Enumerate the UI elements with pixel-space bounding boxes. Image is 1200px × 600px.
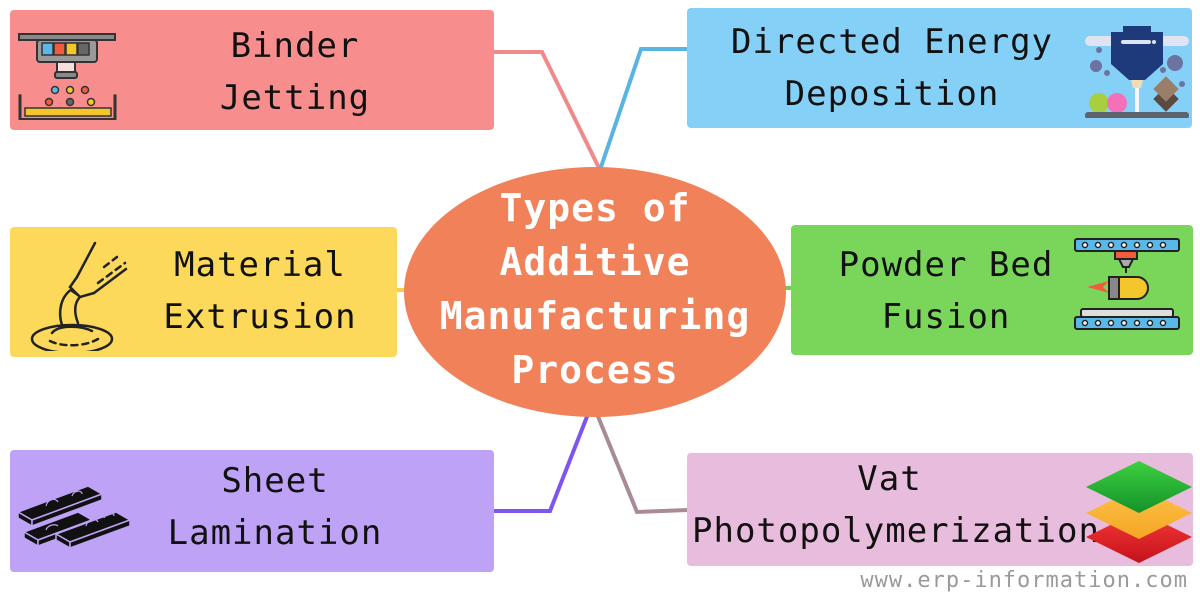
node-material-extrusion[interactable]: Material Extrusion: [10, 227, 397, 357]
label-line: Photopolymerization: [692, 511, 1100, 551]
label-line: Binder: [230, 26, 360, 66]
title-line: Manufacturing: [439, 294, 751, 338]
connector-sheet-lamination: [493, 413, 590, 513]
node-sheet-lamination[interactable]: Sheet Lamination: [10, 450, 494, 572]
layer-green: [1086, 461, 1192, 513]
node-label-sheet-lamination: Sheet Lamination: [155, 455, 395, 559]
node-binder-jetting[interactable]: Binder Jetting: [10, 10, 494, 130]
connector-vat-photopolymerization: [595, 413, 689, 515]
label-line: Fusion: [881, 297, 1011, 337]
extrusion-nozzle-icon: [30, 241, 128, 351]
laser-deposition-nozzle-icon: [1085, 26, 1189, 118]
label-line: Material: [174, 245, 346, 285]
node-label-material-extrusion: Material Extrusion: [140, 239, 380, 343]
label-line: Extrusion: [163, 297, 357, 337]
label-line: Deposition: [784, 74, 1000, 114]
label-line: Sheet: [221, 461, 329, 501]
node-label-powder-bed-fusion: Powder Bed Fusion: [811, 239, 1081, 343]
powder-bed-laser-icon: [1074, 238, 1180, 330]
central-topic-title: Types of Additive Manufacturing Process: [404, 181, 786, 397]
stacked-sheets-icon: [16, 485, 132, 550]
connector-directed-energy-deposition: [598, 47, 688, 171]
label-line: Lamination: [167, 513, 383, 553]
connector-binder-jetting: [493, 50, 602, 171]
label-line: Directed Energy: [730, 22, 1054, 62]
title-line: Process: [511, 348, 679, 392]
label-line: Jetting: [219, 78, 371, 118]
watermark-url: www.erp-information.com: [860, 568, 1188, 593]
title-line: Types of: [499, 186, 691, 230]
central-topic-ellipse[interactable]: [404, 167, 786, 417]
node-label-binder-jetting: Binder Jetting: [170, 20, 420, 124]
title-line: Additive: [499, 240, 691, 284]
node-directed-energy-deposition[interactable]: Directed Energy Deposition: [687, 8, 1192, 128]
node-label-directed-energy-deposition: Directed Energy Deposition: [727, 16, 1057, 120]
label-line: Powder Bed: [838, 245, 1054, 285]
label-line: Vat: [857, 459, 922, 499]
node-vat-photopolymerization[interactable]: Vat Photopolymerization: [687, 453, 1193, 566]
node-label-vat-photopolymerization: Vat Photopolymerization: [692, 453, 1100, 557]
binder-jetting-printer-icon: [18, 33, 117, 120]
node-powder-bed-fusion[interactable]: Powder Bed Fusion: [791, 225, 1193, 355]
layers-stack-icon: [1086, 461, 1192, 563]
